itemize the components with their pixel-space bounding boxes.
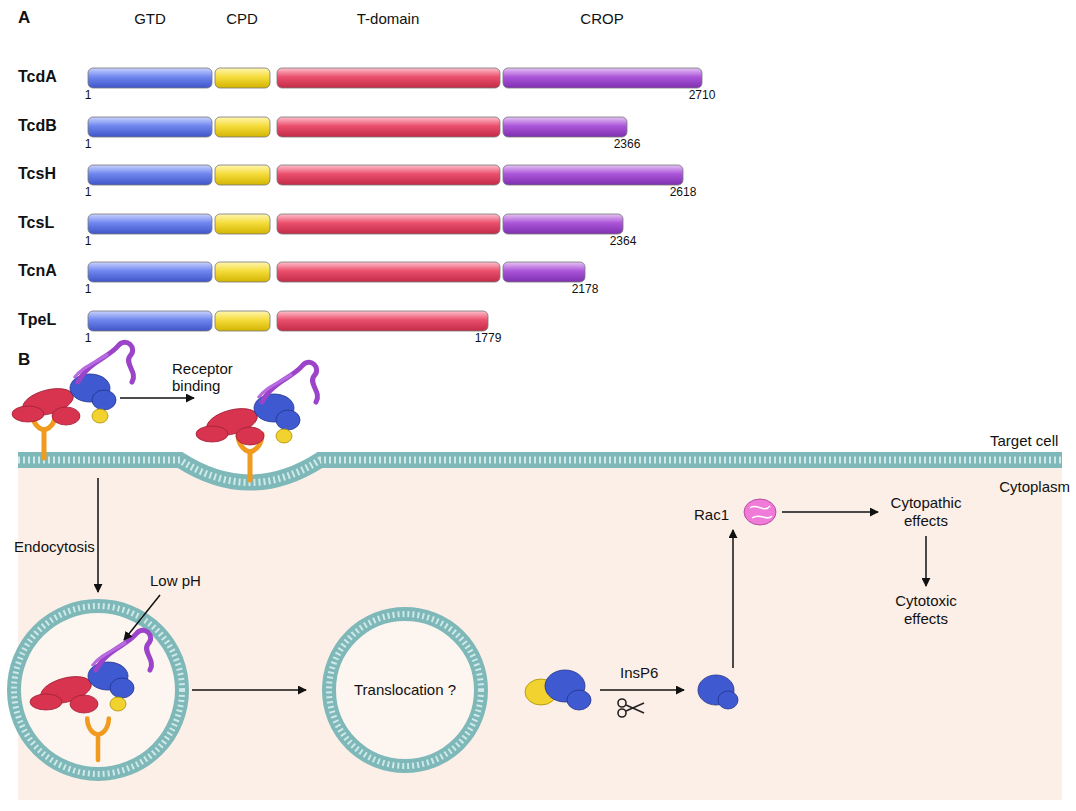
annotation-label: Endocytosis: [14, 538, 95, 555]
toxin-name: TpeL: [18, 311, 56, 329]
annotation-label: Receptor binding: [172, 360, 252, 395]
annotation-label: Target cell: [990, 432, 1058, 449]
toxin-name: TcdA: [18, 68, 57, 86]
residue-number: 1: [85, 138, 92, 152]
node-text: Translocation ?: [354, 681, 456, 699]
toxin-name: TcdB: [18, 117, 57, 135]
domain-header: CROP: [580, 10, 623, 27]
residue-number: 2364: [610, 235, 637, 249]
residue-number: 1: [85, 235, 92, 249]
residue-number: 2178: [572, 283, 599, 297]
node-text: Cytopathic effects: [878, 494, 974, 530]
residue-number: 1: [85, 89, 92, 103]
residue-number: 1: [85, 283, 92, 297]
annotation-label: Low pH: [150, 572, 201, 589]
vesicle: Translocation ?: [321, 606, 489, 774]
residue-number: 2618: [670, 186, 697, 200]
node-text: Cytotoxic effects: [878, 592, 974, 628]
domain-header: T-domain: [357, 10, 420, 27]
effect-text: Cytopathic effects: [878, 494, 974, 530]
annotation-label: InsP6: [620, 664, 658, 681]
toxin-name: TcsH: [18, 165, 56, 183]
effect-text: Cytotoxic effects: [878, 592, 974, 628]
domain-header: CPD: [226, 10, 258, 27]
annotation-label: Cytoplasm: [999, 478, 1070, 495]
residue-number: 1779: [475, 332, 502, 346]
toxin-name: TcnA: [18, 262, 57, 280]
residue-number: 1: [85, 332, 92, 346]
residue-number: 1: [85, 186, 92, 200]
domain-header: GTD: [134, 10, 166, 27]
flow-arrow: [925, 536, 927, 586]
panel-letter: B: [18, 350, 30, 370]
residue-number: 2366: [614, 138, 641, 152]
annotation-label: Rac1: [694, 506, 729, 523]
residue-number: 2710: [689, 89, 716, 103]
toxin-name: TcsL: [18, 214, 54, 232]
panel-letter: A: [18, 8, 30, 28]
